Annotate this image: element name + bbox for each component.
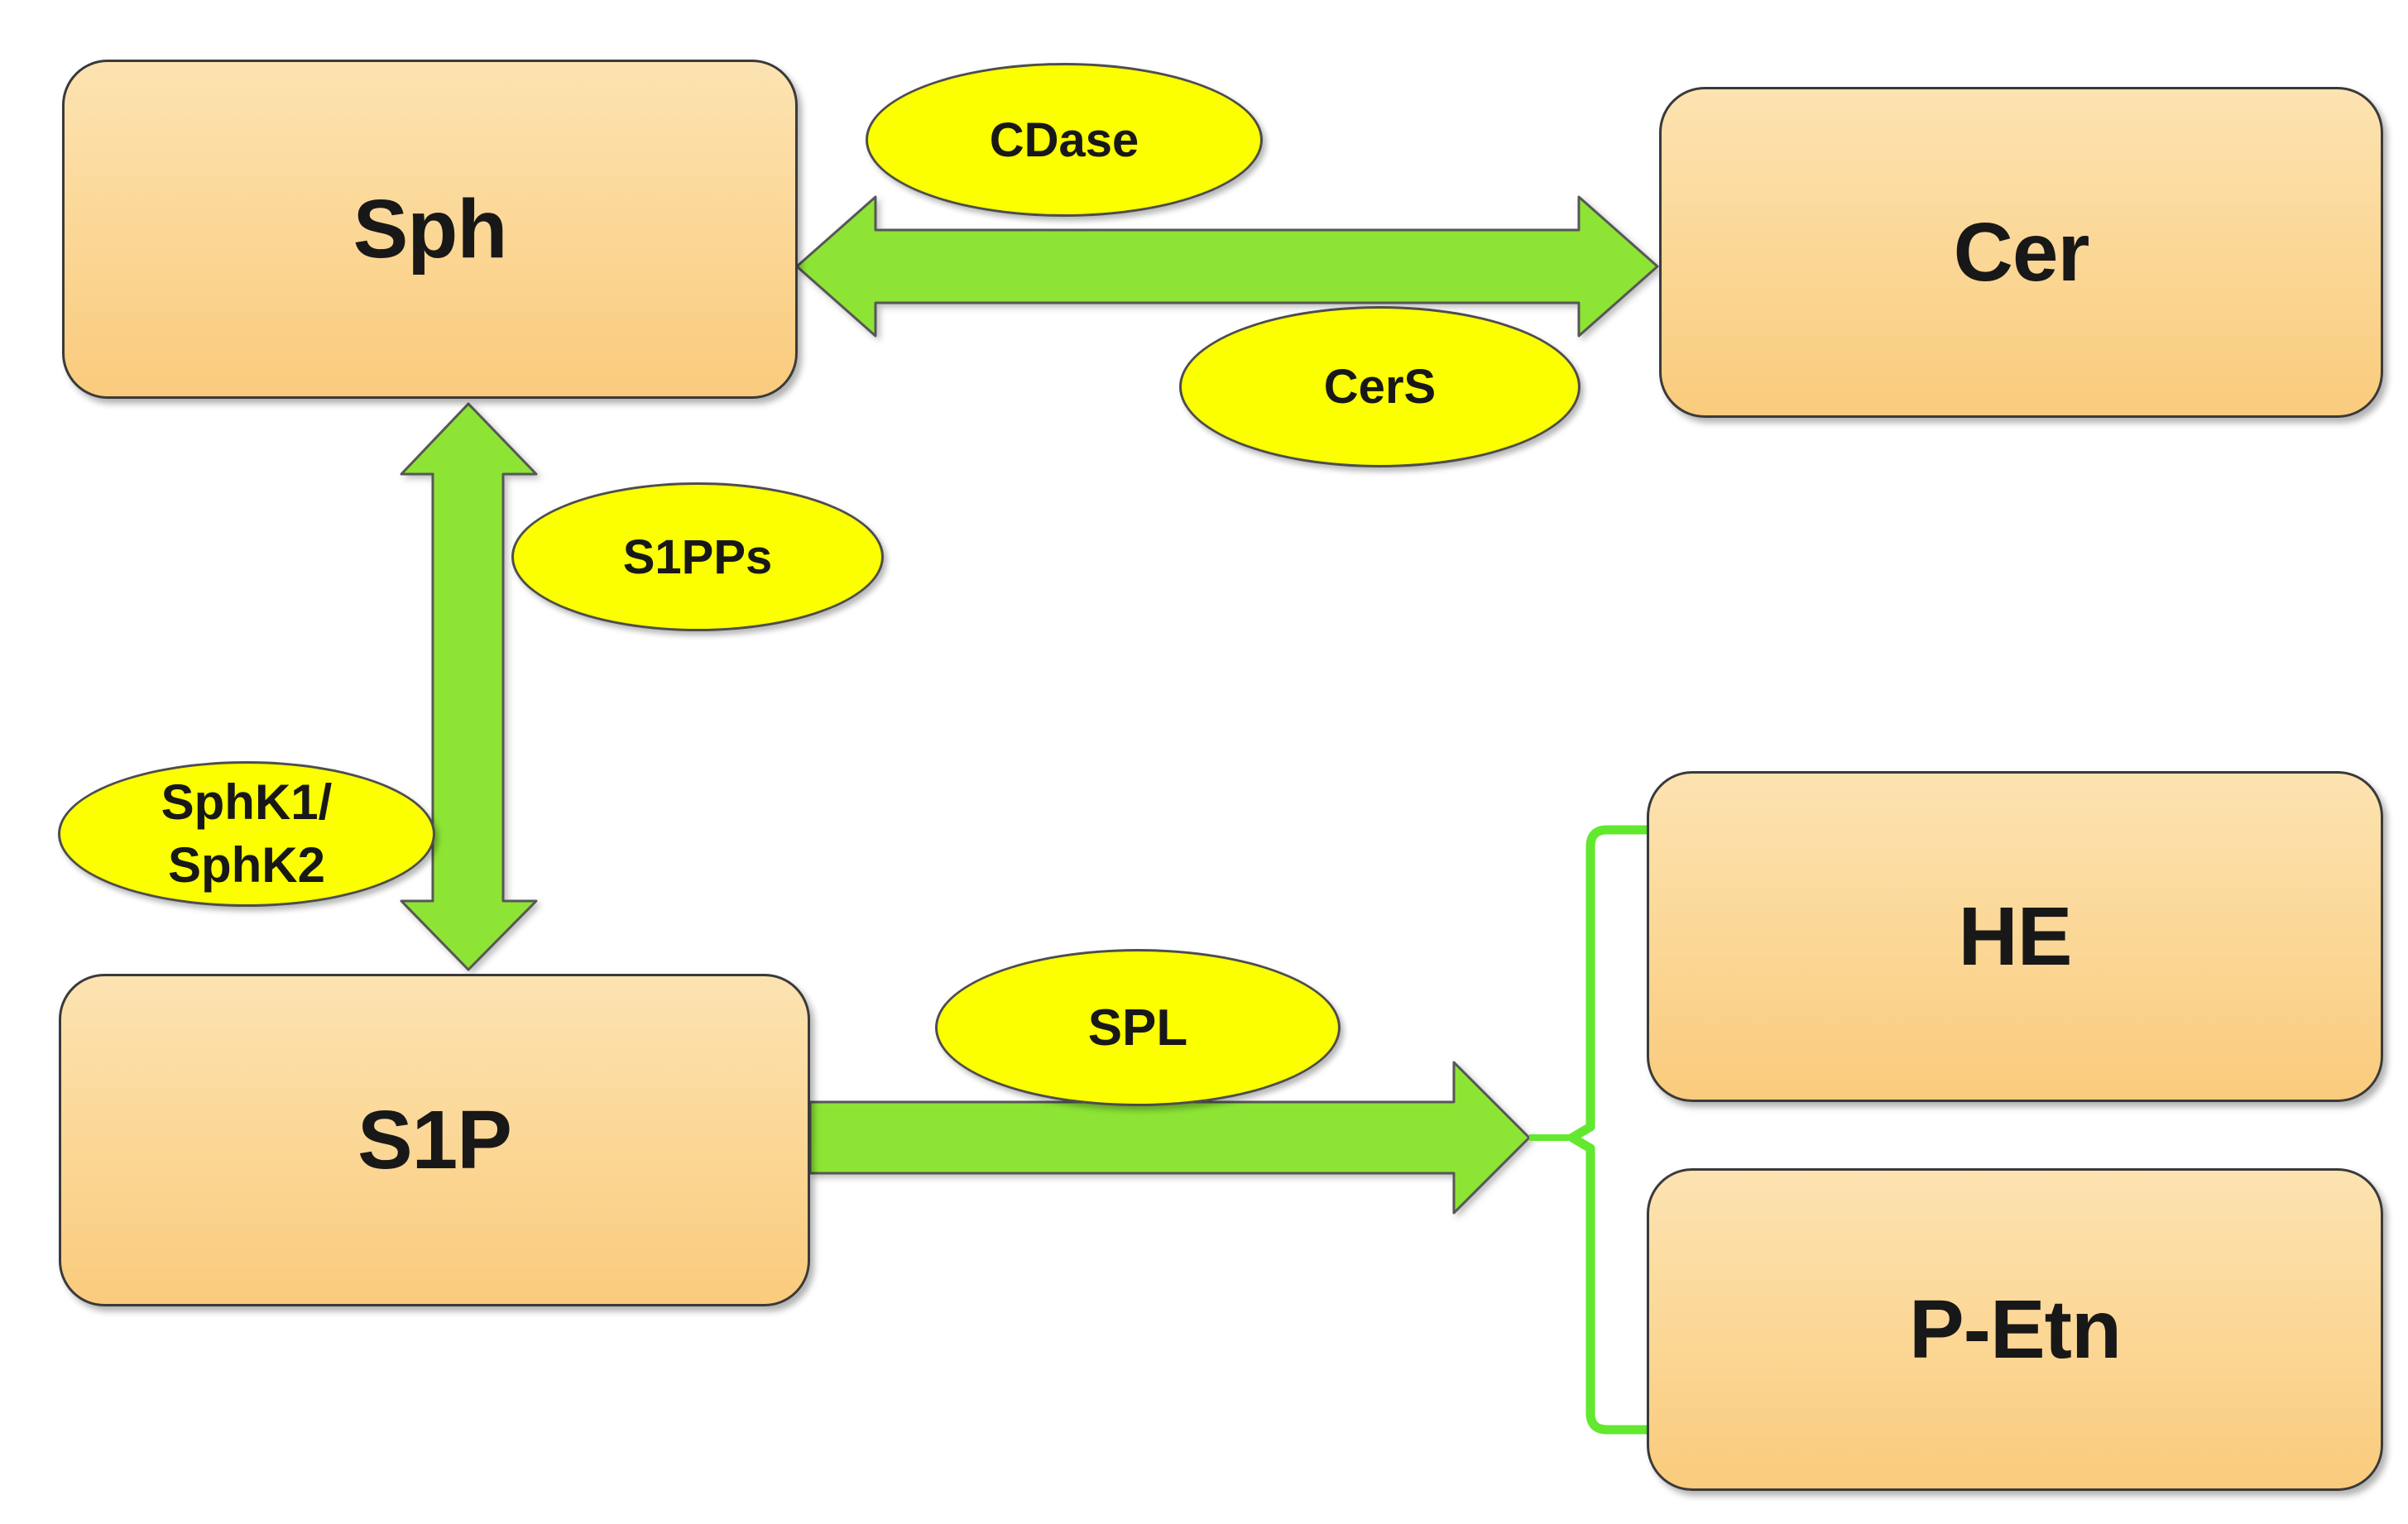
enzyme-spl: SPL — [935, 949, 1341, 1106]
arrow-sph-s1p — [400, 402, 538, 971]
node-sph-label: Sph — [353, 182, 508, 276]
node-cer-label: Cer — [1953, 205, 2090, 299]
enzyme-cers: CerS — [1179, 306, 1581, 467]
enzyme-sphk-label-line1: SphK1/ — [161, 774, 333, 830]
arrow-s1p-products — [808, 1061, 1531, 1215]
enzyme-cdase-label: CDase — [989, 113, 1139, 167]
split-bracket — [1567, 825, 1647, 1435]
enzyme-cdase: CDase — [866, 63, 1263, 217]
arrow-sph-cer — [795, 195, 1659, 338]
enzyme-sphk-label-line2: SphK2 — [167, 837, 326, 893]
node-sph: Sph — [62, 60, 798, 399]
node-s1p-label: S1P — [357, 1093, 512, 1186]
node-s1p: S1P — [59, 974, 810, 1306]
enzyme-s1pps-label: S1PPs — [622, 530, 773, 584]
enzyme-s1pps: S1PPs — [511, 482, 884, 631]
enzyme-cers-label: CerS — [1323, 360, 1437, 414]
node-petn-label: P-Etn — [1908, 1282, 2122, 1376]
node-he-label: HE — [1958, 889, 2073, 983]
node-petn: P-Etn — [1647, 1168, 2383, 1491]
enzyme-sphk: SphK1/ SphK2 — [58, 761, 435, 907]
node-cer: Cer — [1659, 87, 2383, 418]
node-he: HE — [1647, 771, 2383, 1102]
enzyme-spl-label: SPL — [1087, 999, 1188, 1057]
